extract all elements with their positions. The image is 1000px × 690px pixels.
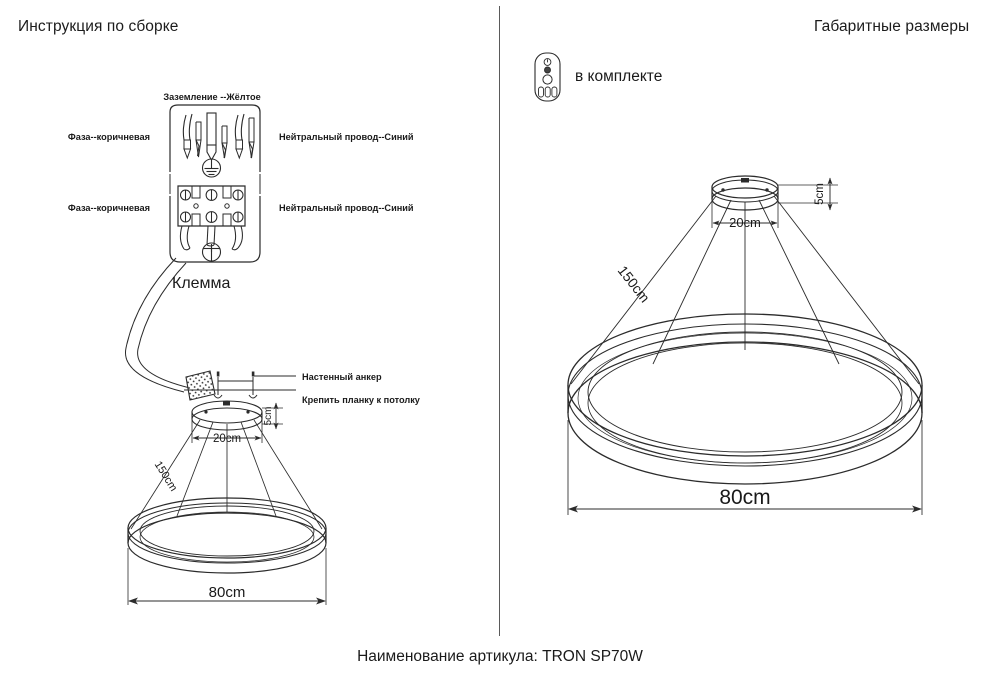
label-ground-wire: Заземление --Жёлтое (163, 92, 260, 102)
dim-ring-diameter-left-label: 80cm (209, 584, 246, 601)
junction-box (168, 104, 262, 263)
ceiling-plate-anchors (184, 371, 296, 399)
dim-suspension-left-label: 150cm (152, 459, 180, 493)
earth-symbol-lower (201, 242, 222, 262)
earth-symbol-upper (201, 158, 222, 178)
dim-canopy-height-left: 5cm (262, 402, 283, 430)
terminal-block (177, 185, 246, 227)
suspension-wires-right (570, 195, 920, 385)
remote-included-label: в комплекте (575, 68, 663, 85)
label-terminal-block: Клемма (172, 275, 231, 292)
article-caption: Наименование артикула: TRON SP70W (357, 648, 643, 665)
dim-suspension-right: 150cm (615, 262, 653, 305)
label-ceiling-plate: Крепить планку к потолку (302, 395, 421, 405)
label-neutral-top: Нейтральный провод--Синий (279, 132, 414, 142)
dim-ring-diameter-right: 80cm (567, 420, 923, 515)
outgoing-wires (179, 225, 243, 251)
supply-cable (125, 257, 191, 393)
dim-suspension-left: 150cm (152, 459, 180, 493)
label-neutral-bottom: Нейтральный провод--Синий (279, 203, 414, 213)
wall-anchor-block (185, 370, 216, 401)
dim-canopy-height-right: 5cm (778, 177, 838, 211)
label-phase-top: Фаза--коричневая (68, 132, 150, 142)
page-title-left: Инструкция по сборке (18, 18, 179, 35)
remote-control-icon (534, 52, 561, 102)
led-ring-right (567, 313, 923, 485)
dim-suspension-right-label: 150cm (615, 262, 653, 305)
dim-ring-diameter-right-label: 80cm (719, 486, 770, 509)
incoming-wires (182, 112, 255, 162)
label-phase-bottom: Фаза--коричневая (68, 203, 150, 213)
assembly-instruction-diagram: 20cm 5cm 150cm (68, 92, 421, 605)
suspension-wires-left (130, 419, 323, 530)
dim-ring-diameter-left: 80cm (127, 548, 327, 605)
dim-canopy-height-right-label: 5cm (814, 183, 826, 205)
led-ring-left (127, 497, 327, 574)
page-title-right: Габаритные размеры (814, 18, 970, 35)
dim-canopy-height-left-label: 5cm (263, 407, 274, 426)
label-wall-anchor: Настенный анкер (302, 372, 382, 382)
overall-dimensions-diagram: 20cm 5cm 150cm (534, 52, 923, 515)
